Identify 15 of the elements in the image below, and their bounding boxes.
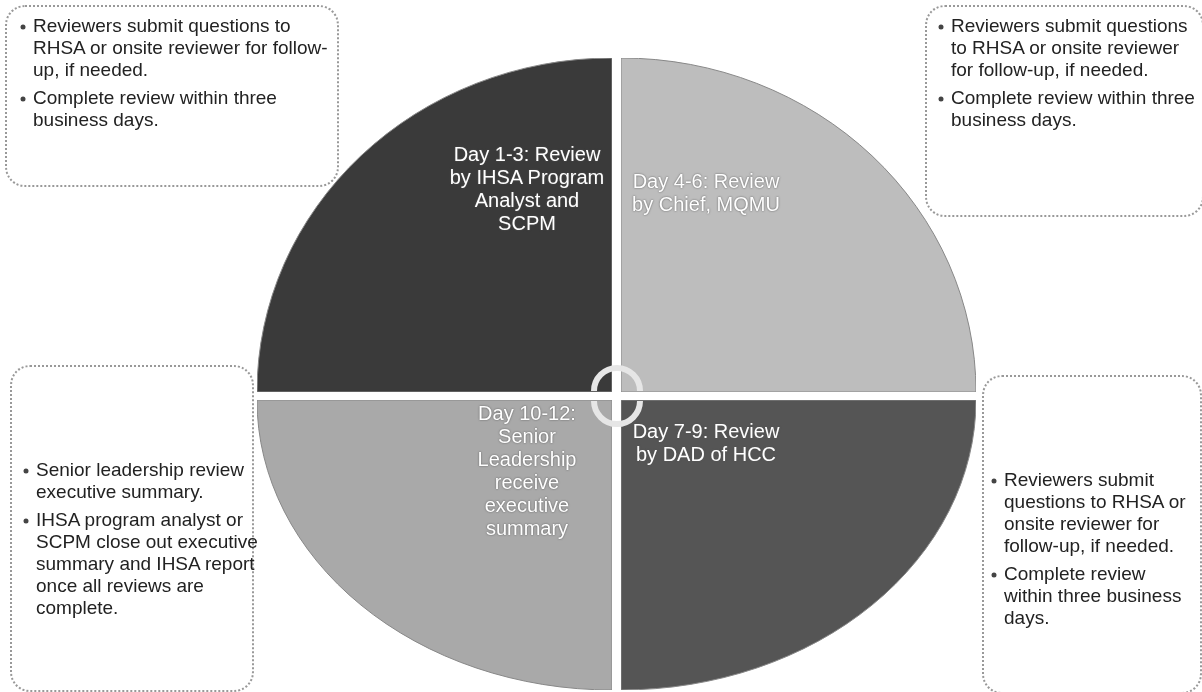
segment-label: Day 7-9: Review by DAD of HCC [631,420,781,466]
bullet-text: IHSA program analyst or SCPM close out executive summary and IHSA report once all reviews are complete. [36,509,258,618]
note-box [982,375,1202,692]
note-box [925,5,1202,217]
bullet-text: Senior leadership review executive summary. [36,459,245,502]
segment-label: Day 1-3: Review by IHSA Program Analyst and SCPM [448,143,606,235]
bullet-text: Reviewers submit questions to RHSA or onsite reviewer for follow-up, if needed. [33,15,328,80]
bullet-text: Complete review within three business days. [1004,563,1182,628]
bullet-text: Complete review within three business days. [951,87,1195,130]
bullet-text: Reviewers submit questions to RHSA or onsite reviewer for follow-up, if needed. [951,15,1188,80]
bullet-text: Complete review within three business days. [33,87,277,130]
segment-label: Day 4-6: Review by Chief, MQMU [631,170,781,216]
note-box [5,5,339,187]
segment-label: Day 10-12: Senior Leadership receive executive summary [476,402,578,540]
bullet-text: Reviewers submit questions to RHSA or onsite reviewer for follow-up, if needed. [1004,469,1186,556]
